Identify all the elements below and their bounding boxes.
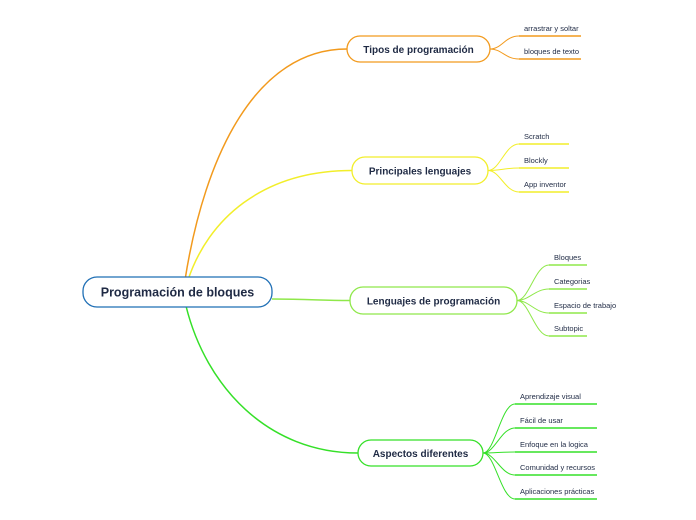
leaf-topic-label[interactable]: Espacio de trabajo [554, 301, 616, 310]
leaf-connector [516, 300, 550, 337]
branch-topic[interactable]: Principales lenguajes [351, 156, 489, 185]
leaf-topic-label[interactable]: Scratch [524, 132, 549, 141]
leaf-topic-label[interactable]: Subtopic [554, 324, 583, 333]
leaf-topic-label[interactable]: arrastrar y soltar [524, 24, 579, 33]
connector-lines [184, 35, 550, 500]
leaf-connector [516, 288, 550, 301]
leaf-topic-label[interactable]: Aprendizaje visual [520, 392, 581, 401]
leaf-topic-label[interactable]: Fácil de usar [520, 416, 563, 425]
connector-line [187, 169, 353, 281]
leaf-connector [489, 35, 520, 50]
branch-topic-label: Lenguajes de programación [367, 297, 500, 308]
leaf-topic-label[interactable]: App inventor [524, 180, 567, 189]
leaf-connector [487, 143, 520, 171]
leaf-topic-label[interactable]: Blockly [524, 156, 548, 165]
leaf-topic-label[interactable]: Bloques [554, 253, 581, 262]
branch-topic-label: Aspectos diferentes [373, 449, 469, 460]
leaf-topic-label[interactable]: Categorias [554, 277, 591, 286]
branch-topic-box[interactable] [349, 286, 518, 315]
leaf-topic-label[interactable]: Comunidad y recursos [520, 463, 595, 472]
branch-topic-label: Principales lenguajes [369, 167, 472, 178]
central-topic-label: Programación de bloques [101, 286, 255, 300]
leaf-topic-label[interactable]: Enfoque en la logica [520, 440, 589, 449]
branch-topic[interactable]: Tipos de programación [346, 35, 491, 63]
central-topic[interactable]: Programación de bloques [82, 276, 273, 308]
branch-topic-box[interactable] [357, 439, 484, 467]
connector-line [271, 298, 351, 302]
leaf-connector [482, 452, 516, 476]
branch-topic-box[interactable] [346, 35, 491, 63]
leaf-topics: arrastrar y soltar bloques de textoScratc… [515, 24, 616, 500]
branch-topic-label: Tipos de programación [363, 45, 473, 56]
leaf-connector [482, 427, 516, 454]
central-topic-box[interactable] [82, 276, 273, 308]
leaf-connector [482, 452, 516, 500]
branch-topic[interactable]: Lenguajes de programación [349, 286, 518, 315]
branch-topic[interactable]: Aspectos diferentes [357, 439, 484, 467]
connector-line [185, 305, 359, 454]
connector-line [184, 48, 348, 281]
leaf-connector [482, 403, 516, 454]
leaf-connector [516, 264, 550, 301]
leaf-connector [489, 48, 520, 60]
leaf-topic-label[interactable]: bloques de texto [524, 47, 579, 56]
leaf-topic-label[interactable]: Aplicaciones prácticas [520, 487, 594, 496]
branch-topic-box[interactable] [351, 156, 489, 185]
leaf-connector [487, 170, 520, 193]
